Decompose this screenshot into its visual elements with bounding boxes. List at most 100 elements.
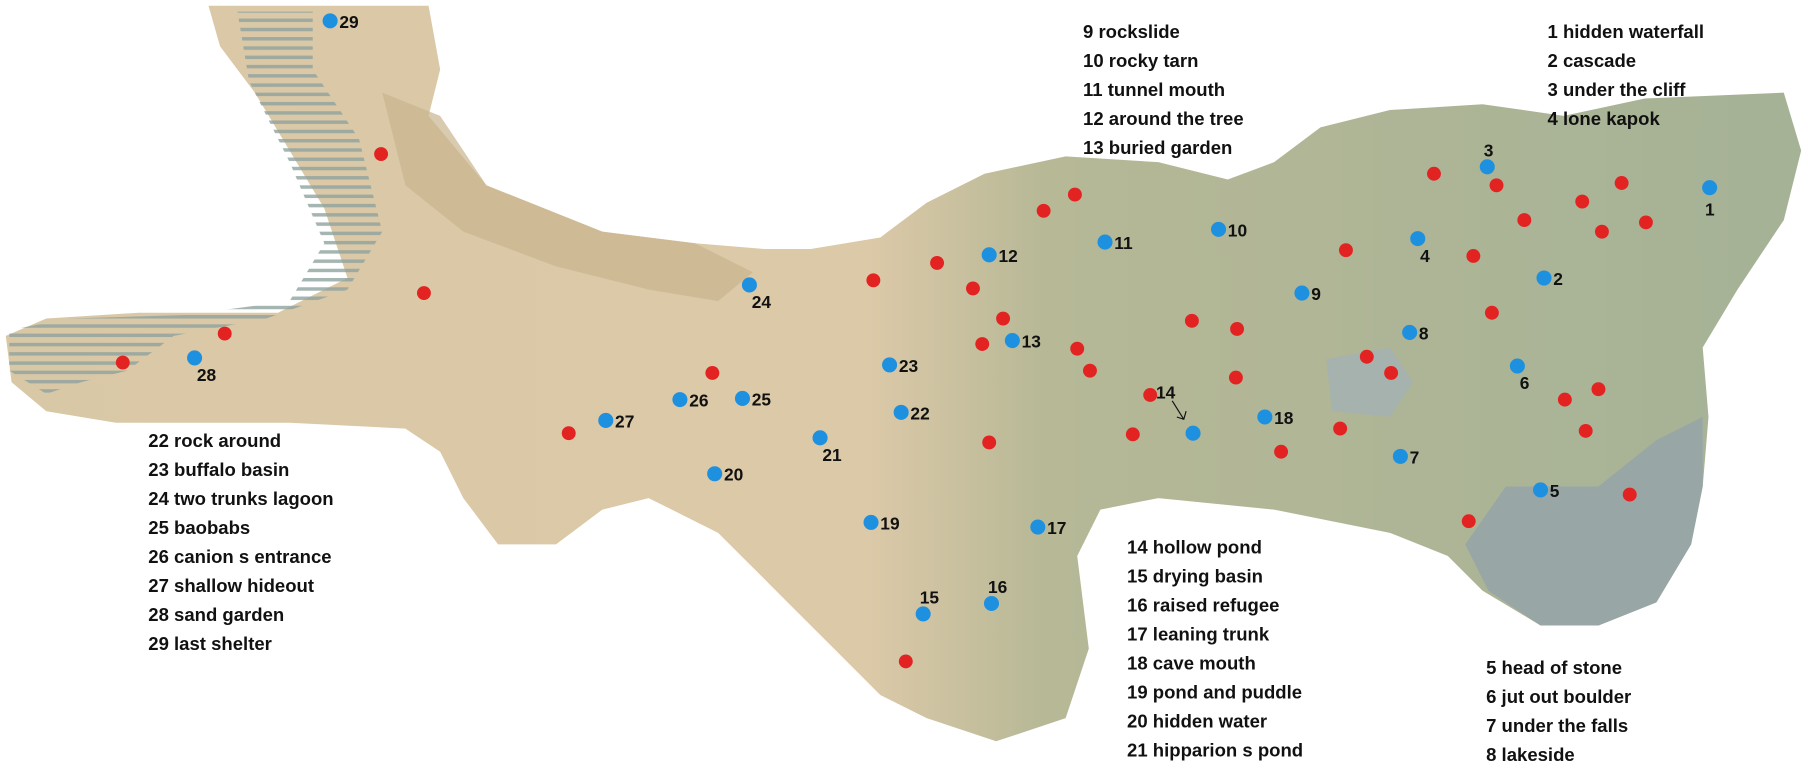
location-pin[interactable]: 20 (707, 465, 743, 485)
red-marker-dot[interactable] (1274, 444, 1289, 459)
red-marker-dot[interactable] (1359, 349, 1374, 364)
red-marker-dot[interactable] (1461, 514, 1476, 529)
red-marker-dot[interactable] (966, 281, 980, 296)
blue-location-dot[interactable] (812, 430, 828, 446)
blue-location-dot[interactable] (1533, 482, 1549, 498)
red-marker-dot[interactable] (1184, 313, 1199, 328)
blue-location-dot[interactable] (598, 412, 614, 428)
location-pin[interactable]: 8 (1402, 323, 1429, 343)
location-pin[interactable]: 19 (863, 513, 900, 533)
red-marker-dot[interactable] (975, 337, 990, 351)
red-marker-dot[interactable] (1125, 427, 1140, 442)
location-pin[interactable]: 14 (1156, 382, 1201, 441)
blue-location-dot[interactable] (1509, 358, 1525, 374)
location-pin[interactable]: 23 (882, 356, 918, 376)
red-marker-dot[interactable] (115, 355, 130, 370)
location-pin[interactable]: 11 (1097, 233, 1133, 253)
blue-location-dot[interactable] (1536, 270, 1552, 286)
location-pin[interactable]: 4 (1410, 231, 1430, 266)
red-marker-dot[interactable] (1384, 366, 1399, 380)
location-pin[interactable]: 5 (1533, 481, 1560, 501)
blue-location-dot[interactable] (915, 606, 931, 622)
red-marker-dot[interactable] (1143, 388, 1158, 402)
location-pin[interactable]: 25 (734, 389, 771, 409)
blue-location-dot[interactable] (882, 357, 898, 373)
red-marker-dot[interactable] (1578, 423, 1593, 438)
red-marker-dot[interactable] (1070, 341, 1085, 356)
location-pin[interactable]: 6 (1509, 358, 1530, 393)
red-marker-dot[interactable] (1614, 176, 1629, 190)
red-marker-dot[interactable] (866, 273, 881, 288)
location-pin[interactable]: 29 (322, 12, 359, 32)
blue-location-dot[interactable] (322, 13, 338, 29)
red-marker-dot[interactable] (1230, 322, 1245, 336)
blue-location-dot[interactable] (1030, 519, 1046, 535)
blue-location-dot[interactable] (672, 392, 688, 408)
red-marker-dot[interactable] (1083, 363, 1097, 378)
location-pin[interactable]: 13 (1004, 331, 1041, 351)
location-pin[interactable]: 21 (812, 430, 843, 465)
blue-location-dot[interactable] (893, 404, 909, 420)
red-marker-dot[interactable] (1067, 187, 1082, 202)
red-marker-dot[interactable] (930, 255, 945, 270)
location-pin[interactable]: 16 (983, 577, 1008, 612)
red-marker-dot[interactable] (1427, 166, 1441, 181)
red-marker-dot[interactable] (416, 286, 431, 300)
blue-location-dot[interactable] (1097, 234, 1113, 250)
location-pin[interactable]: 28 (187, 350, 217, 385)
location-pin[interactable]: 15 (915, 587, 940, 622)
blue-location-dot[interactable] (707, 466, 723, 482)
blue-location-dot[interactable] (1294, 285, 1310, 301)
red-marker-dot[interactable] (996, 311, 1011, 326)
red-marker-dot[interactable] (1557, 392, 1572, 407)
blue-location-dot[interactable] (1410, 231, 1426, 247)
location-pin[interactable]: 26 (672, 391, 709, 411)
red-marker-dot[interactable] (217, 326, 232, 341)
location-pin[interactable]: 12 (981, 246, 1018, 266)
location-pin[interactable]: 17 (1030, 518, 1066, 538)
location-pin[interactable]: 2 (1536, 269, 1563, 289)
location-pin[interactable]: 3 (1479, 140, 1495, 175)
blue-location-dot[interactable] (741, 277, 757, 293)
blue-location-dot[interactable] (734, 390, 750, 406)
red-marker-dot[interactable] (1489, 178, 1504, 193)
red-marker-dot[interactable] (898, 654, 913, 669)
blue-location-dot[interactable] (1402, 324, 1418, 340)
red-marker-dot[interactable] (1594, 224, 1609, 239)
location-pin[interactable]: 1 (1702, 180, 1718, 219)
location-pin[interactable]: 9 (1294, 284, 1321, 304)
blue-location-dot[interactable] (1185, 425, 1201, 441)
location-pin[interactable]: 10 (1211, 220, 1247, 240)
red-marker-dot[interactable] (1338, 243, 1353, 258)
blue-location-dot[interactable] (1257, 409, 1273, 425)
red-marker-dot[interactable] (1466, 249, 1481, 263)
red-marker-dot[interactable] (1228, 370, 1243, 385)
red-marker-dot[interactable] (1591, 382, 1606, 397)
red-marker-dot[interactable] (1333, 421, 1348, 436)
blue-location-dot[interactable] (1004, 333, 1020, 349)
blue-location-dot[interactable] (863, 514, 879, 530)
red-marker-dot[interactable] (1484, 305, 1499, 320)
blue-location-dot[interactable] (981, 247, 997, 263)
blue-location-dot[interactable] (1702, 180, 1718, 196)
red-marker-dot[interactable] (1036, 203, 1051, 218)
red-marker-dot[interactable] (561, 426, 576, 441)
location-pin[interactable]: 7 (1392, 447, 1419, 467)
blue-location-dot[interactable] (983, 595, 1000, 612)
red-marker-dot[interactable] (1517, 213, 1532, 228)
blue-location-dot[interactable] (1479, 159, 1495, 175)
location-pin[interactable]: 27 (598, 411, 634, 431)
red-marker-dot[interactable] (1622, 487, 1637, 502)
red-marker-dot[interactable] (982, 435, 997, 450)
location-pin[interactable]: 22 (893, 403, 930, 423)
location-pin[interactable]: 24 (741, 277, 772, 312)
red-marker-dot[interactable] (705, 366, 720, 380)
red-marker-dot[interactable] (1575, 194, 1590, 209)
blue-location-dot[interactable] (1211, 221, 1227, 237)
red-marker-dot[interactable] (374, 147, 389, 162)
blue-location-dot[interactable] (187, 350, 203, 366)
location-pin[interactable]: 18 (1257, 408, 1294, 428)
blue-location-dot[interactable] (1392, 448, 1408, 464)
red-marker-dot[interactable] (1638, 215, 1653, 230)
